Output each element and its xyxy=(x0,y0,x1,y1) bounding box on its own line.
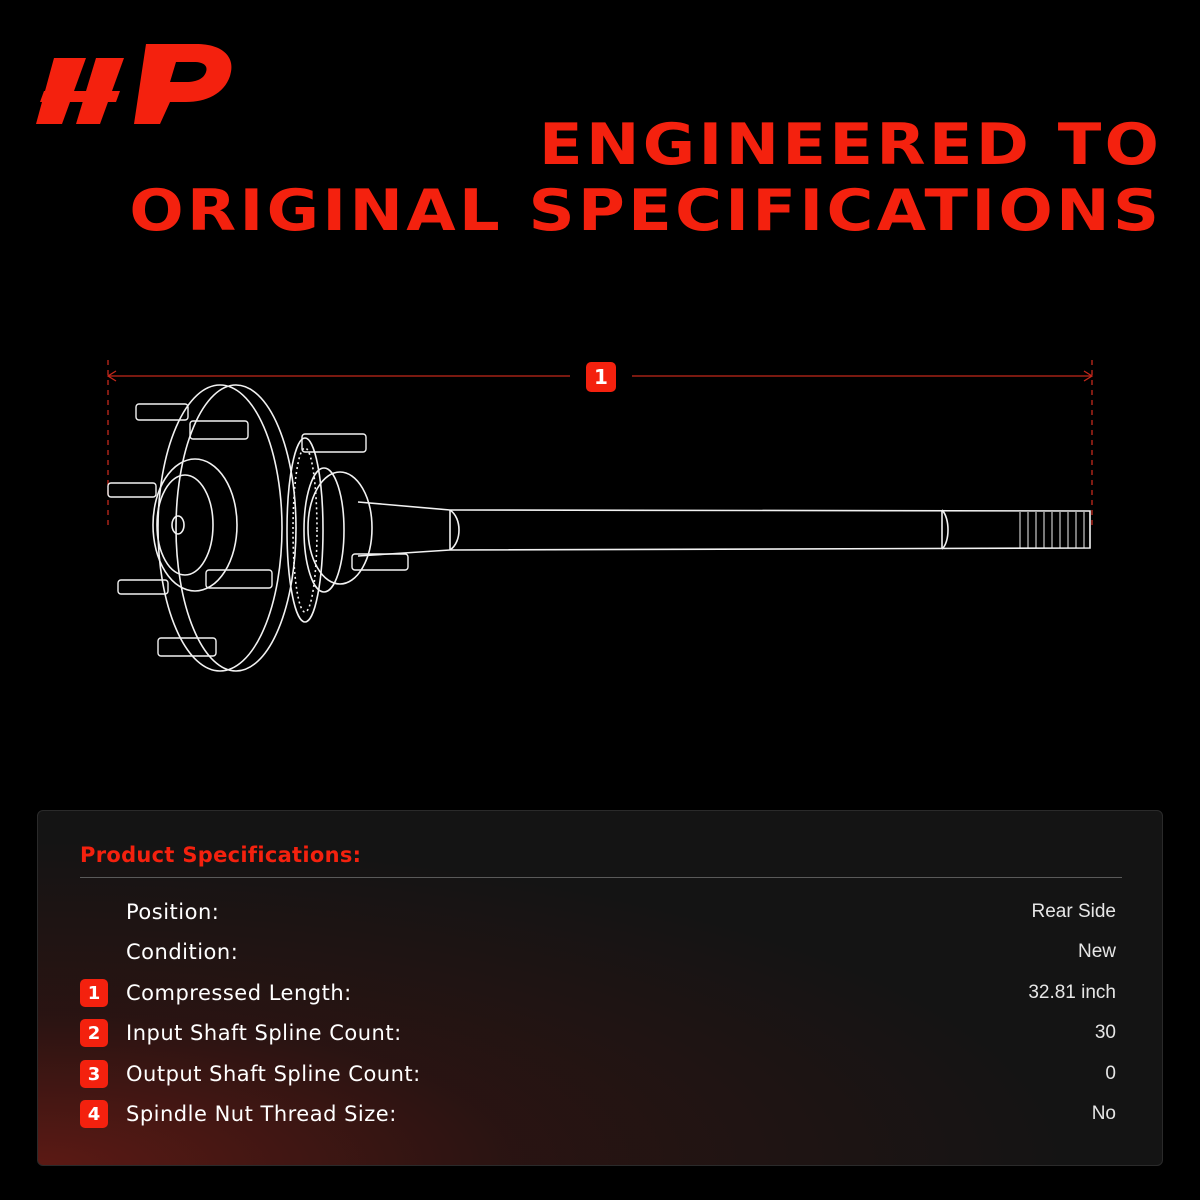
spec-value: 32.81 inch xyxy=(1028,982,1116,1003)
page-headline: ENGINEERED TO ORIGINAL SPECIFICATIONS xyxy=(129,112,1162,244)
specifications-panel: Product Specifications: Position: Rear S… xyxy=(37,810,1163,1166)
spec-value: No xyxy=(1091,1103,1116,1124)
spec-row-position: Position: Rear Side xyxy=(80,895,1116,929)
axle-shaft-drawing xyxy=(107,384,1091,672)
spec-value: 30 xyxy=(1094,1022,1116,1043)
spec-row-condition: Condition: New xyxy=(80,935,1116,969)
headline-line-1: ENGINEERED TO xyxy=(538,112,1162,178)
spec-number-badge: 3 xyxy=(80,1060,108,1088)
spec-number-badge: 4 xyxy=(80,1100,108,1128)
spec-row-input-spline: 2 Input Shaft Spline Count: 30 xyxy=(80,1016,1116,1050)
specifications-title: Product Specifications: xyxy=(80,843,362,867)
headline-line-2: ORIGINAL SPECIFICATIONS xyxy=(129,178,1162,244)
spec-label: Spindle Nut Thread Size: xyxy=(126,1102,397,1126)
spec-row-compressed-length: 1 Compressed Length: 32.81 inch xyxy=(80,976,1116,1010)
dimension-badge: 1 xyxy=(586,362,616,392)
spec-number-badge: 2 xyxy=(80,1019,108,1047)
spec-number-badge: 1 xyxy=(80,979,108,1007)
title-divider xyxy=(80,877,1122,878)
spec-value: 0 xyxy=(1105,1063,1116,1084)
brand-logo xyxy=(36,44,232,124)
spec-value: New xyxy=(1077,941,1116,962)
spec-label: Position: xyxy=(126,900,220,924)
spec-label: Condition: xyxy=(126,940,239,964)
spec-row-spindle-nut: 4 Spindle Nut Thread Size: No xyxy=(80,1097,1116,1131)
spec-row-output-spline: 3 Output Shaft Spline Count: 0 xyxy=(80,1057,1116,1091)
spec-value: Rear Side xyxy=(1031,901,1117,922)
spec-label: Compressed Length: xyxy=(126,981,352,1005)
spec-label: Output Shaft Spline Count: xyxy=(126,1062,421,1086)
length-dimension-line xyxy=(106,360,1094,530)
spec-label: Input Shaft Spline Count: xyxy=(126,1021,402,1045)
